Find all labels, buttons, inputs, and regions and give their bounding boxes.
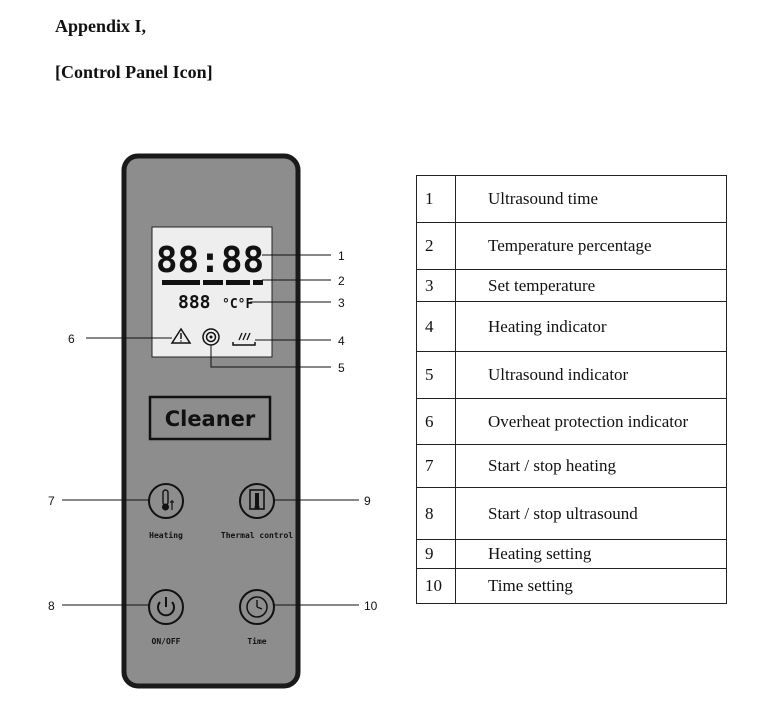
callout-1: 1 [338, 249, 345, 263]
callout-7: 7 [48, 494, 55, 508]
legend-desc: Start / stop ultrasound [455, 487, 727, 540]
brand-label: Cleaner [165, 407, 256, 431]
legend-desc: Temperature percentage [455, 222, 727, 270]
unit-indicator: °C°F [222, 297, 253, 312]
callout-2: 2 [338, 274, 345, 288]
thermal-control-button[interactable] [239, 483, 275, 519]
callout-5: 5 [338, 361, 345, 375]
legend-desc: Heating setting [455, 539, 727, 569]
heating-button-label: Heating [149, 530, 183, 540]
percent-bar-segment [203, 280, 223, 285]
percent-bar-segment [226, 280, 250, 285]
callout-6: 6 [68, 332, 75, 346]
legend-num: 2 [416, 222, 456, 270]
time-button[interactable] [239, 589, 275, 625]
callout-line-5 [210, 345, 331, 368]
callout-9: 9 [364, 494, 371, 508]
legend-num: 6 [416, 398, 456, 445]
power-icon [157, 597, 175, 617]
section-heading: [Control Panel Icon] [55, 62, 213, 82]
time-button-label: Time [247, 636, 266, 646]
legend-num: 3 [416, 269, 456, 302]
appendix-heading: Appendix I, [55, 16, 147, 36]
legend-num: 7 [416, 444, 456, 488]
legend-num: 8 [416, 487, 456, 540]
legend-desc: Start / stop heating [455, 444, 727, 488]
thermal-control-button-label: Thermal control [221, 531, 293, 540]
heating-wave-icon [232, 332, 256, 346]
callout-3: 3 [338, 296, 345, 310]
lcd-display [151, 226, 273, 358]
percent-bar-segment [253, 280, 263, 285]
legend-num: 10 [416, 568, 456, 604]
warning-triangle-icon [170, 327, 192, 344]
on-off-button-label: ON/OFF [152, 637, 181, 646]
legend-desc: Overheat protection indicator [455, 398, 727, 445]
callout-10: 10 [364, 599, 378, 613]
legend-desc: Set temperature [455, 269, 727, 302]
temperature-readout: 888 [178, 292, 211, 313]
brand-label-box [148, 395, 272, 441]
on-off-button[interactable] [148, 589, 184, 625]
legend-desc: Ultrasound time [455, 175, 727, 223]
legend-desc: Time setting [455, 568, 727, 604]
legend-num: 9 [416, 539, 456, 569]
heating-button[interactable] [148, 483, 184, 519]
legend-num: 5 [416, 351, 456, 399]
legend-num: 1 [416, 175, 456, 223]
legend-num: 4 [416, 301, 456, 352]
callout-8: 8 [48, 599, 55, 613]
legend-desc: Heating indicator [455, 301, 727, 352]
legend-desc: Ultrasound indicator [455, 351, 727, 399]
callout-4: 4 [338, 334, 345, 348]
time-readout: 88:88 [156, 240, 264, 281]
percent-bar-segment [162, 280, 200, 285]
clock-icon [246, 596, 268, 618]
